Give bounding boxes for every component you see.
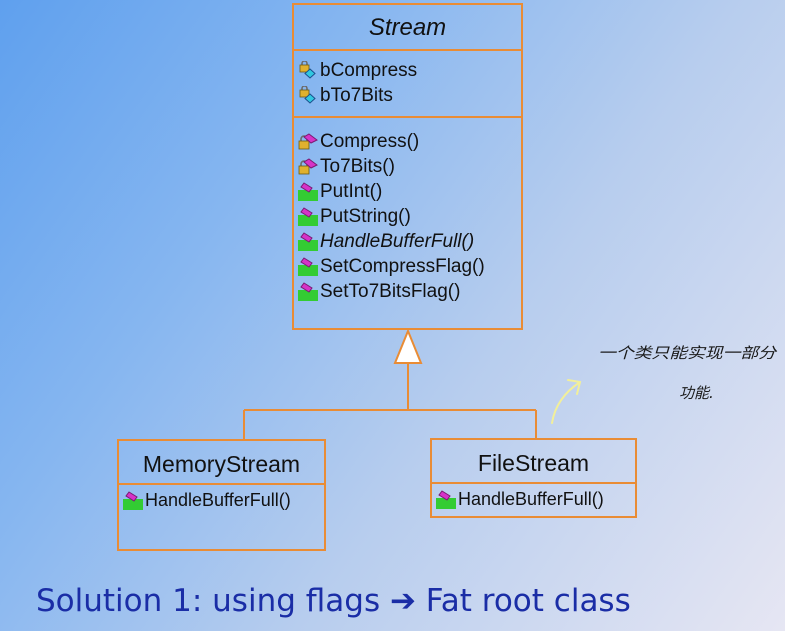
filestream-class[interactable]: FileStream HandleBufferFull(): [430, 438, 637, 518]
public-operation-icon: [297, 206, 319, 227]
attribute-row: bTo7Bits: [297, 83, 521, 108]
stream-operations: Compress() To7Bits() PutInt(): [294, 116, 521, 304]
public-operation-icon: [297, 256, 319, 277]
operation-row: PutInt(): [297, 179, 521, 204]
memorystream-operations: HandleBufferFull(): [119, 483, 324, 513]
operation-row: PutString(): [297, 204, 521, 229]
operation-row: HandleBufferFull(): [297, 229, 521, 254]
annotation-arrow: [551, 379, 582, 424]
attribute-label: bTo7Bits: [320, 84, 393, 106]
attribute-row: bCompress: [297, 58, 521, 83]
filestream-operations: HandleBufferFull(): [432, 482, 635, 512]
generalization-arrowhead: [393, 328, 423, 364]
public-operation-icon: [297, 181, 319, 202]
protected-attribute-icon: [297, 60, 319, 81]
protected-operation-icon: [297, 132, 319, 152]
operation-row: SetTo7BitsFlag(): [297, 279, 521, 304]
operation-label: PutInt(): [320, 180, 383, 202]
slide-caption: Solution 1: using flags ➔ Fat root class: [36, 583, 631, 619]
stream-class-name: Stream: [368, 14, 447, 41]
operation-label: Compress(): [320, 130, 420, 152]
attribute-label: bCompress: [320, 59, 418, 81]
operation-label: SetCompressFlag(): [320, 255, 485, 277]
operation-row: SetCompressFlag(): [297, 254, 521, 279]
operation-label: To7Bits(): [320, 155, 395, 177]
protected-attribute-icon: [297, 85, 319, 106]
operation-row: To7Bits(): [297, 154, 521, 179]
stream-class[interactable]: Stream bCompress bTo7Bits: [292, 3, 523, 330]
public-operation-icon: [297, 281, 319, 302]
operation-label: HandleBufferFull(): [320, 230, 475, 252]
memorystream-class[interactable]: MemoryStream HandleBufferFull(): [117, 439, 326, 551]
operation-row: HandleBufferFull(): [435, 487, 635, 512]
annotation-line-2: 功能.: [679, 384, 714, 402]
stream-attributes: bCompress bTo7Bits: [294, 49, 521, 116]
public-operation-icon: [435, 489, 457, 510]
public-operation-icon: [122, 490, 144, 511]
filestream-class-name: FileStream: [477, 450, 590, 476]
operation-label: HandleBufferFull(): [458, 489, 604, 509]
operation-row: HandleBufferFull(): [122, 488, 324, 513]
public-operation-icon: [297, 231, 319, 252]
annotation-line-1: 一个类只能实现一部分: [598, 344, 778, 362]
operation-row: Compress(): [297, 129, 521, 154]
operation-label: PutString(): [320, 205, 411, 227]
protected-operation-icon: [297, 157, 319, 177]
memorystream-class-name: MemoryStream: [142, 451, 301, 477]
operation-label: SetTo7BitsFlag(): [320, 280, 461, 302]
operation-label: HandleBufferFull(): [145, 490, 291, 510]
